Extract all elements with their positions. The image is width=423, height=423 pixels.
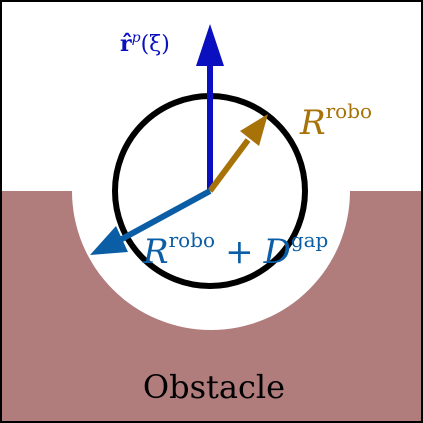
robot-radius-symbol: R	[299, 103, 326, 143]
robot-radius-label: Rrobo	[299, 99, 372, 143]
obstacle-region	[0, 191, 423, 423]
obstacle-label: Obstacle	[143, 368, 285, 406]
robot-radius-superscript: robo	[326, 99, 372, 123]
gap-symbol-d: D	[263, 232, 291, 272]
normal-superscript: p	[132, 30, 141, 46]
robot-radius-arrow	[207, 114, 268, 193]
gap-radius-label: Rrobo +Dgap	[142, 228, 328, 272]
normal-vector-arrow	[196, 24, 224, 191]
normal-vector-label: r̂p(ξ)	[120, 30, 170, 57]
gap-operator: +	[225, 232, 254, 272]
gap-radius-arrow	[90, 188, 212, 255]
gap-superscript-gap: gap	[291, 228, 329, 252]
normal-symbol: r̂	[120, 31, 132, 57]
gap-symbol-r: R	[142, 232, 169, 272]
normal-argument: (ξ)	[141, 32, 170, 57]
gap-superscript-robo: robo	[169, 228, 215, 252]
